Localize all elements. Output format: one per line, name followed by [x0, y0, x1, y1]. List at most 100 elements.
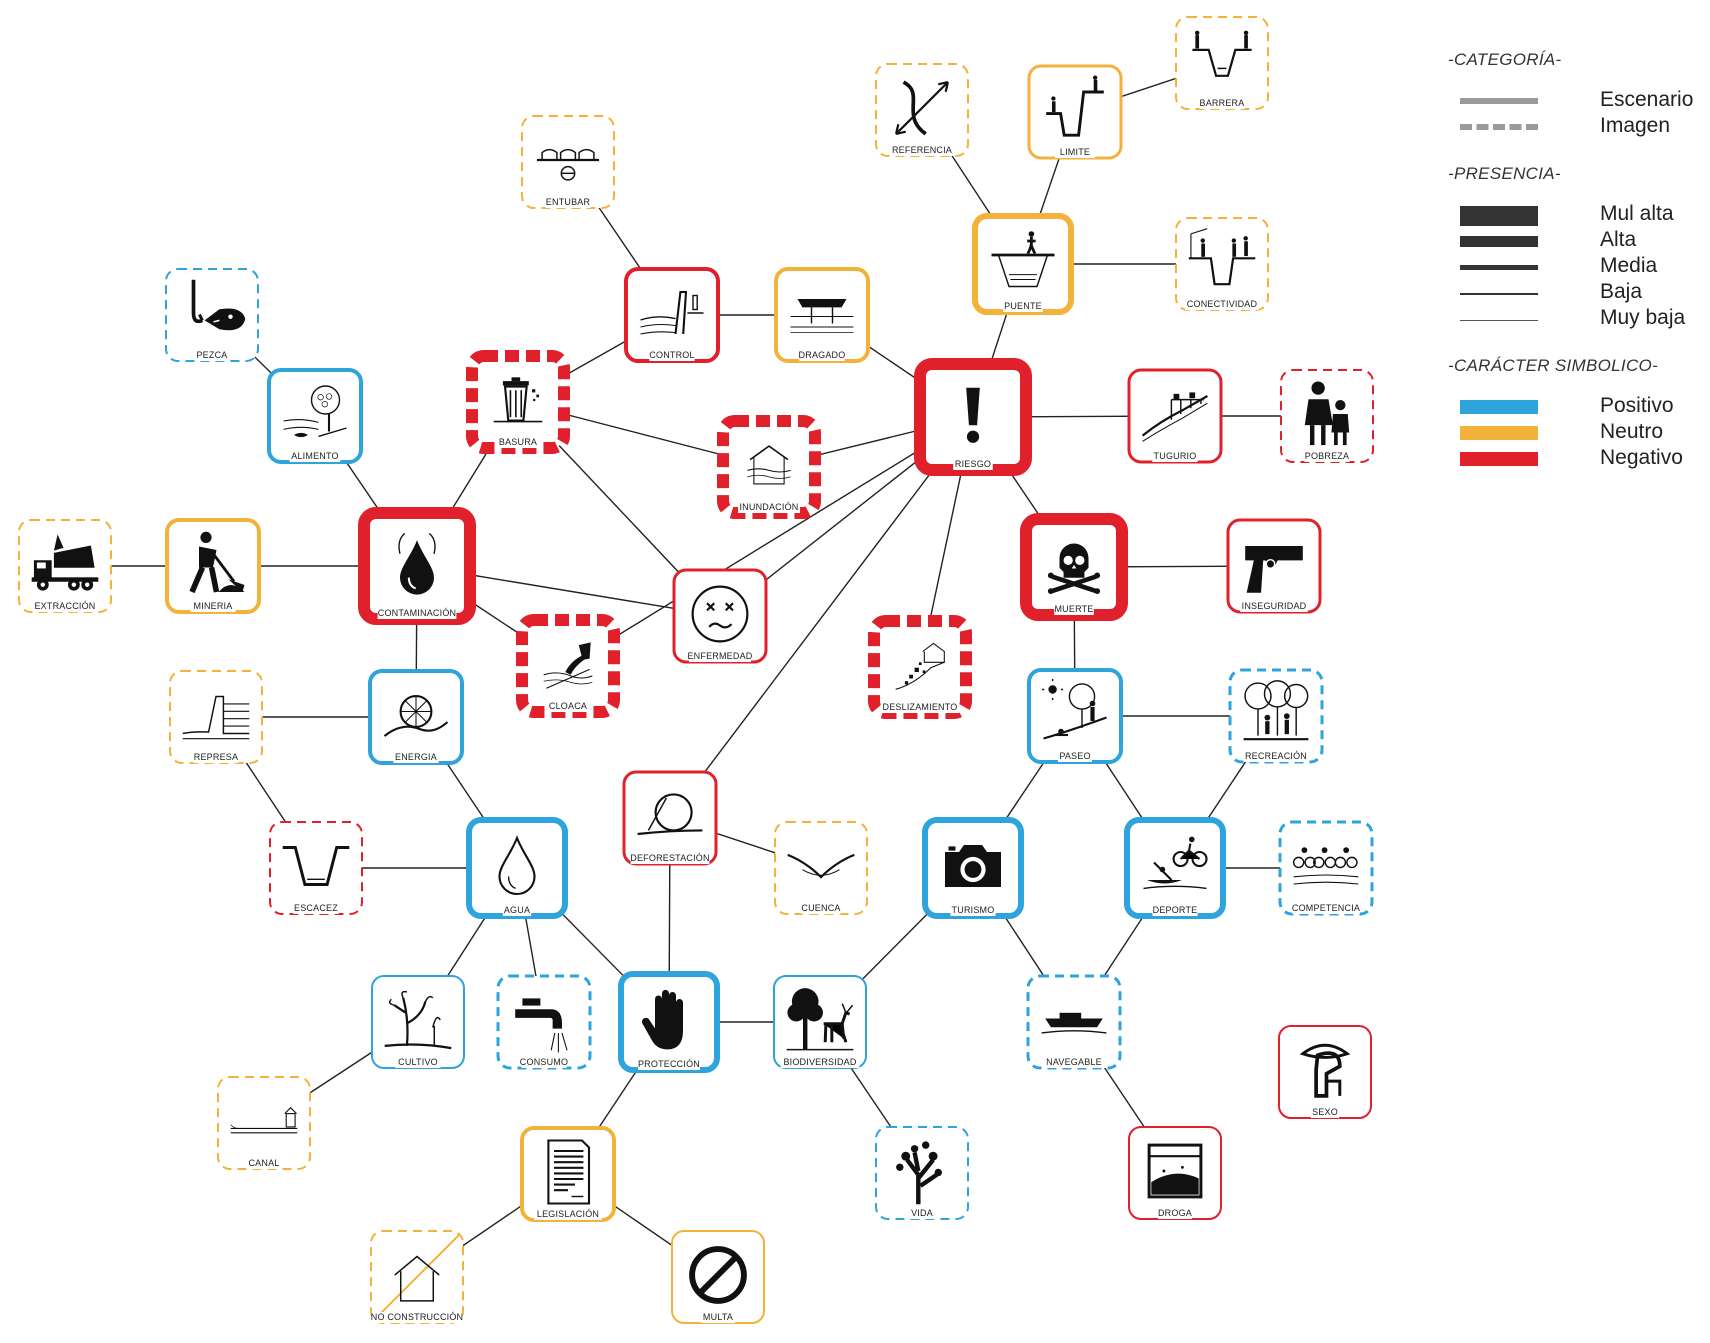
label-backdrop [393, 752, 439, 763]
label-backdrop [545, 197, 591, 208]
node-proteccion: PROTECCIÓN [618, 971, 720, 1073]
legend-label: Escenario [1600, 88, 1694, 111]
node-frame [717, 415, 821, 519]
legend-row-baja: Baja [1440, 280, 1710, 306]
label-backdrop [1245, 751, 1307, 762]
label-backdrop [534, 1209, 602, 1220]
node-label: CONTAMINACIÓN [378, 608, 456, 618]
node-represa: REPRESA [169, 670, 263, 764]
node-frame [521, 115, 615, 209]
legend-solid-sample [1460, 98, 1538, 104]
node-label: PROTECCIÓN [638, 1059, 700, 1069]
node-escacez: ESCACEZ [269, 821, 363, 915]
node-label: LEGISLACIÓN [537, 1209, 599, 1219]
node-label: BASURA [499, 437, 537, 447]
node-droga: DROGA [1128, 1126, 1222, 1220]
label-backdrop [1055, 147, 1095, 158]
node-muerte: MUERTE [1020, 513, 1128, 621]
node-frame [1127, 368, 1223, 464]
node-frame [516, 614, 620, 718]
node-label: TURISMO [952, 905, 995, 915]
node-mineria: MINERIA [165, 518, 261, 614]
node-label: INSEGURIDAD [1242, 601, 1307, 611]
legend-line-sample [1460, 236, 1538, 247]
node-frame [624, 267, 720, 363]
node-deslizamiento: DESLIZAMIENTO [868, 615, 972, 719]
node-frame [466, 817, 568, 919]
label-backdrop [1058, 751, 1092, 762]
node-legislacion: LEGISLACIÓN [520, 1126, 616, 1222]
node-label: MULTA [703, 1312, 733, 1322]
node-label: PASEO [1059, 751, 1090, 761]
node-frame [773, 975, 867, 1069]
node-consumo: CONSUMO [496, 974, 592, 1070]
label-backdrop [880, 702, 960, 713]
node-vida: VIDA [875, 1126, 969, 1220]
edge-riesgo-cloaca [567, 416, 974, 667]
label-backdrop [1054, 604, 1094, 615]
node-label: MUERTE [1054, 604, 1093, 614]
label-backdrop [649, 350, 695, 361]
node-barrera: BARRERA [1175, 16, 1269, 110]
legend-symbolic-title: -CARÁCTER SIMBOLICO- [1448, 356, 1659, 375]
label-backdrop [1185, 299, 1259, 310]
node-cuenca: CUENCA [774, 821, 868, 915]
label-backdrop [1292, 903, 1360, 914]
node-label: REPRESA [194, 752, 238, 762]
legend-line-sample [1460, 293, 1538, 295]
legend-row-imagen: Imagen [1440, 114, 1710, 140]
label-backdrop [548, 701, 588, 712]
legend-color-swatch-positive [1460, 400, 1538, 414]
legend-symbolic: -CARÁCTER SIMBOLICO- Positivo Neutro Neg… [1440, 356, 1710, 472]
node-cultivo: CULTIVO [371, 975, 465, 1069]
node-frame [217, 1076, 311, 1170]
legend-row-mul-alta: Mul alta [1440, 202, 1710, 228]
node-frame [269, 821, 363, 915]
node-label: BIODIVERSIDAD [783, 1057, 856, 1067]
node-frame [622, 770, 718, 866]
label-backdrop [1199, 98, 1245, 109]
node-frame [267, 368, 363, 464]
node-label: CONTROL [649, 350, 694, 360]
node-label: REFERENCIA [892, 145, 952, 155]
label-backdrop [738, 502, 800, 513]
node-multa: MULTA [671, 1230, 765, 1324]
node-label: DEPORTE [1153, 905, 1198, 915]
label-backdrop [638, 1059, 700, 1070]
label-backdrop [190, 601, 236, 612]
node-control: CONTROL [624, 267, 720, 363]
node-label: RECREACIÓN [1245, 751, 1307, 761]
legend-label: Alta [1600, 228, 1637, 251]
node-deforestacion: DEFORESTACIÓN [622, 770, 718, 866]
legend-label: Media [1600, 254, 1658, 277]
node-conectividad: CONECTIVIDAD [1175, 217, 1269, 311]
node-label: CLOACA [549, 701, 587, 711]
label-backdrop [1304, 451, 1350, 462]
node-extraccion: EXTRACCIÓN [18, 519, 112, 613]
legend-row-alta: Alta [1440, 228, 1710, 254]
node-pezca: PEZCA [165, 268, 259, 362]
legend-line-sample [1460, 206, 1538, 226]
legend-presence-title: -PRESENCIA- [1448, 164, 1561, 183]
node-label: CONSUMO [520, 1057, 568, 1067]
label-backdrop [1310, 1107, 1340, 1118]
node-label: SEXO [1312, 1107, 1338, 1117]
node-label: TUGURIO [1154, 451, 1197, 461]
edge-riesgo-deforestacion [669, 416, 974, 819]
node-turismo: TURISMO [922, 817, 1024, 919]
legend-label: Negativo [1600, 446, 1683, 469]
label-backdrop [953, 459, 993, 470]
node-no-construccion: NO CONSTRUCCIÓN [370, 1230, 464, 1324]
node-frame [1278, 820, 1374, 916]
node-label: PEZCA [196, 350, 227, 360]
node-frame [466, 350, 570, 454]
node-pobreza: POBREZA [1280, 369, 1374, 463]
label-backdrop [1152, 451, 1198, 462]
node-frame [972, 213, 1074, 315]
node-label: PUENTE [1004, 301, 1042, 311]
node-limite: LIMITE [1027, 64, 1123, 160]
node-entubar: ENTUBAR [521, 115, 615, 209]
strike-line [374, 1234, 460, 1320]
legend-color-swatch-neutral [1460, 426, 1538, 440]
